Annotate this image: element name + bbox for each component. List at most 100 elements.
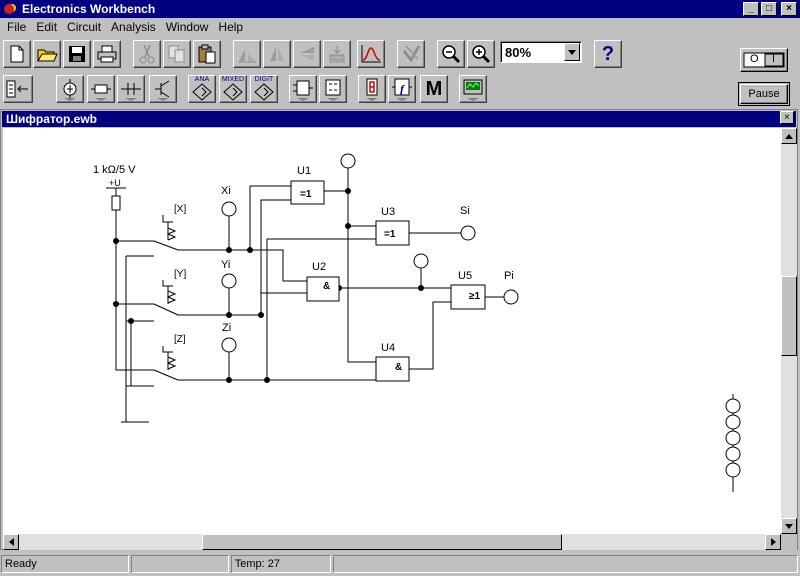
status-bar: Ready Temp: 27 xyxy=(0,554,800,574)
status-state: Ready xyxy=(1,555,129,573)
minimize-button[interactable]: _ xyxy=(743,2,759,16)
flip-vertical-icon xyxy=(300,47,314,61)
scroll-up-button[interactable] xyxy=(781,128,797,144)
paste-button[interactable] xyxy=(193,40,221,68)
zoom-dropdown-button[interactable] xyxy=(564,43,580,61)
component-properties-button[interactable] xyxy=(397,40,425,68)
output-p-label: Pi xyxy=(504,270,514,282)
scroll-left-button[interactable] xyxy=(3,534,19,550)
transistors-bin-button[interactable] xyxy=(149,75,177,103)
analog-ics-bin-icon xyxy=(192,83,212,101)
basic-bin-button[interactable] xyxy=(87,75,115,103)
digital-bin-button[interactable] xyxy=(319,75,347,103)
instruments-bin-button[interactable] xyxy=(459,75,487,103)
pause-frame xyxy=(738,82,790,106)
mixed-ics-bin-button[interactable]: MIXED xyxy=(219,75,247,103)
digital-ics-bin-button[interactable]: DIGIT xyxy=(250,75,278,103)
print-icon xyxy=(97,45,117,63)
transistors-bin-icon xyxy=(155,80,170,101)
title-bar[interactable]: Electronics Workbench _ □ × xyxy=(0,0,800,18)
save-file-button[interactable] xyxy=(63,40,91,68)
sources-bin-button[interactable] xyxy=(56,75,84,103)
zoom-select[interactable]: 80% xyxy=(500,41,582,63)
logic-gates-bin-icon xyxy=(293,80,313,101)
horizontal-scrollbar[interactable] xyxy=(3,534,781,550)
new-file-button[interactable] xyxy=(3,40,31,68)
zoom-in-button[interactable] xyxy=(467,40,495,68)
digital-label: DIGIT xyxy=(254,76,274,83)
document-title-bar[interactable]: Шифратор.ewb xyxy=(2,111,796,127)
main-toolbar: ? xyxy=(0,38,800,72)
gate-u5-op: ≥1 xyxy=(469,291,480,302)
arrow-right-icon xyxy=(770,538,776,546)
scroll-down-button[interactable] xyxy=(781,518,797,534)
circuit-canvas[interactable]: 1 kΩ/5 V +U [X] [Y] [Z] Xi Yi Zi U1 =1 U… xyxy=(3,128,781,534)
subcircuit-button[interactable] xyxy=(323,40,351,68)
instruments-bin-icon xyxy=(463,79,483,101)
component-properties-icon xyxy=(403,45,421,63)
zoom-out-icon xyxy=(442,45,461,64)
switch-x-label: [X] xyxy=(174,204,186,215)
scroll-corner xyxy=(781,534,797,550)
miscellaneous-bin-icon: M xyxy=(425,77,443,100)
print-button[interactable] xyxy=(93,40,121,68)
output-s-label: Si xyxy=(460,205,470,217)
vertical-scroll-thumb[interactable] xyxy=(781,276,797,356)
gate-u1-name: U1 xyxy=(297,165,311,177)
favorites-bin-icon xyxy=(6,80,28,98)
help-button[interactable]: ? xyxy=(594,40,622,68)
app-title: Electronics Workbench xyxy=(22,2,156,16)
horizontal-scroll-thumb[interactable] xyxy=(202,534,562,550)
indicators-bin-button[interactable] xyxy=(358,75,386,103)
copy-button[interactable] xyxy=(163,40,191,68)
parts-bin-toolbar: ANA MIXED DIGIT f M xyxy=(0,73,800,107)
rotate-icon xyxy=(238,49,256,63)
arrow-up-icon xyxy=(785,133,793,139)
sources-bin-icon xyxy=(63,79,77,101)
menu-file[interactable]: File xyxy=(7,20,27,34)
maximize-button[interactable]: □ xyxy=(761,2,777,16)
close-button[interactable]: × xyxy=(781,2,797,16)
menu-window[interactable]: Window xyxy=(165,20,209,34)
gate-u4-name: U4 xyxy=(381,342,395,354)
zoom-value: 80% xyxy=(505,44,532,60)
scroll-right-button[interactable] xyxy=(765,534,781,550)
cut-button[interactable] xyxy=(133,40,161,68)
input-z-label: Zi xyxy=(222,322,231,334)
menu-help[interactable]: Help xyxy=(218,20,244,34)
subcircuit-icon xyxy=(329,46,345,63)
digital-bin-icon xyxy=(325,79,341,101)
paste-icon xyxy=(198,44,216,64)
flip-horizontal-button[interactable] xyxy=(263,40,291,68)
zoom-in-icon xyxy=(472,45,491,64)
graph-button[interactable] xyxy=(357,40,385,68)
diodes-bin-button[interactable] xyxy=(117,75,145,103)
help-icon: ? xyxy=(601,42,615,65)
graph-icon xyxy=(361,45,381,63)
open-file-button[interactable] xyxy=(33,40,61,68)
input-x-label: Xi xyxy=(221,185,231,197)
menu-circuit[interactable]: Circuit xyxy=(67,20,102,34)
source-label: 1 kΩ/5 V xyxy=(93,164,136,176)
analog-ics-bin-button[interactable]: ANA xyxy=(188,75,216,103)
miscellaneous-bin-button[interactable]: M xyxy=(420,75,448,103)
menu-edit[interactable]: Edit xyxy=(36,20,58,34)
document-close-button[interactable]: × xyxy=(780,111,794,124)
logic-gates-bin-button[interactable] xyxy=(289,75,317,103)
zoom-out-button[interactable] xyxy=(437,40,465,68)
vertical-scrollbar[interactable] xyxy=(781,128,797,534)
power-switch[interactable]: O I xyxy=(740,48,788,72)
document-title: Шифратор.ewb xyxy=(6,112,97,126)
favorites-bin-button[interactable] xyxy=(3,75,33,103)
copy-icon xyxy=(168,45,185,63)
gate-u3-op: =1 xyxy=(384,229,396,240)
gate-u5-name: U5 xyxy=(458,270,472,282)
mixed-label: MIXED xyxy=(221,76,245,83)
controls-bin-button[interactable]: f xyxy=(388,75,416,103)
menu-analysis[interactable]: Analysis xyxy=(111,20,156,34)
pause-button[interactable]: Pause xyxy=(740,84,788,104)
flip-vertical-button[interactable] xyxy=(293,40,321,68)
menu-bar: File Edit Circuit Analysis Window Help xyxy=(0,18,800,36)
rotate-button[interactable] xyxy=(233,40,261,68)
